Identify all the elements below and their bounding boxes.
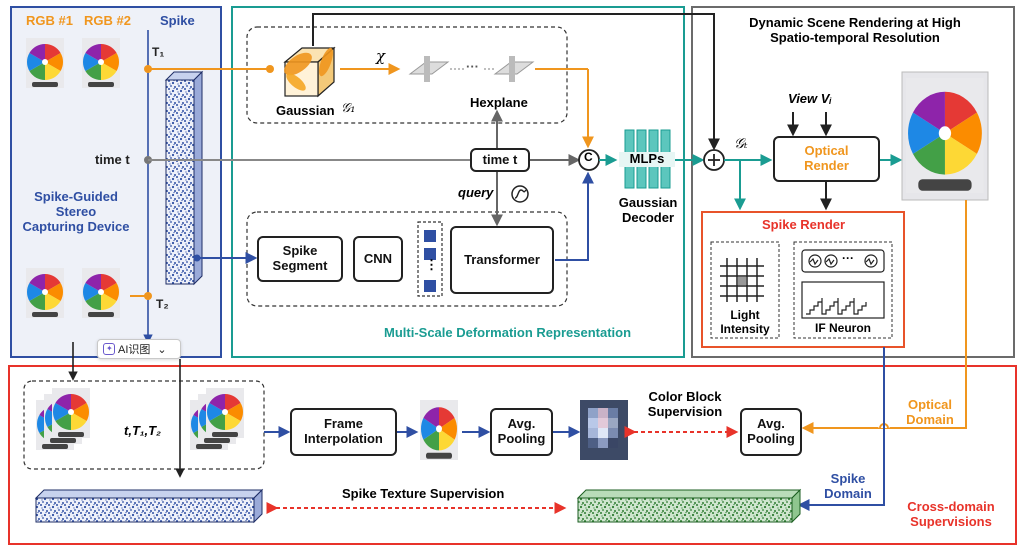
hexplane-icon (408, 56, 535, 82)
cnn-box: CNN (353, 236, 403, 282)
if-staircase-icon (801, 281, 885, 319)
avg-pooling-box: Avg.Pooling (490, 408, 553, 456)
t1-label: T₁ (152, 45, 165, 59)
time-t-label: time t (95, 152, 130, 167)
concat-symbol: C (584, 150, 593, 164)
transformer-label: Transformer (464, 251, 540, 267)
query-label: query (458, 185, 494, 200)
avg-pooling-label-2: Avg.Pooling (747, 416, 795, 446)
transformer-box: Transformer (450, 226, 554, 294)
sparkle-icon: ✦ (103, 343, 115, 355)
time-t-box: time t (470, 148, 530, 172)
g1-symbol: 𝒢₁ (341, 101, 356, 116)
spike-label: Spike (160, 13, 195, 28)
ai-recognize-button[interactable]: ✦ AI识图 ⌄ (97, 339, 181, 359)
light-grid-icon (720, 258, 764, 302)
chi-symbol: χ (376, 47, 386, 65)
token-dots: ⋮ (425, 257, 438, 272)
t2-label: T₂ (156, 297, 169, 311)
hexplane-ellipsis: ··· (466, 59, 479, 74)
view-label: View Vᵢ (788, 91, 832, 106)
cnn-label: CNN (363, 250, 393, 266)
gaussian-icon (283, 46, 336, 98)
rgb2-label: RGB #2 (84, 13, 131, 28)
avg-pooling-label: Avg.Pooling (497, 416, 546, 446)
if-neuron-label: IF Neuron (815, 321, 871, 335)
token-square (424, 280, 436, 292)
pixel-block-image (580, 400, 628, 460)
mlps-label: MLPs (619, 151, 675, 167)
gt-symbol: 𝒢ₜ (734, 136, 748, 152)
hexplane-label: Hexplane (470, 95, 528, 110)
rgb1-label: RGB #1 (26, 13, 73, 28)
neuron-dots: ··· (842, 251, 854, 265)
spike-render-title: Spike Render (762, 217, 846, 232)
avg-pooling-box-2: Avg.Pooling (740, 408, 802, 456)
deformation-title: Multi-Scale Deformation Representation (384, 325, 632, 340)
time-box-label: time t (482, 151, 518, 167)
token-square (424, 230, 436, 242)
times-label: t,T₁,T₂ (124, 423, 161, 438)
ai-recognize-label: AI识图 (118, 344, 151, 356)
gaussian-label: Gaussian (276, 103, 335, 118)
chevron-down-icon[interactable]: ⌄ (157, 343, 167, 356)
texture-supervision-label: Spike Texture Supervision (342, 486, 505, 501)
token-square (424, 248, 436, 260)
